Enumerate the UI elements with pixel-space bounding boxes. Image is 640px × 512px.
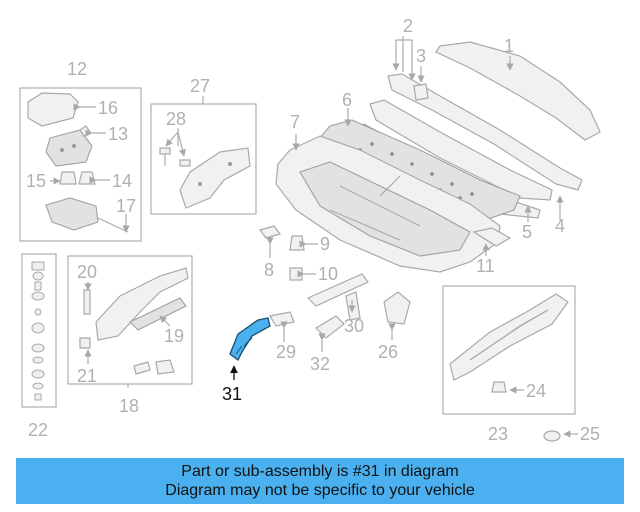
- callout-21: 21: [77, 366, 97, 386]
- callout-28: 28: [166, 109, 186, 129]
- callout-15: 15: [26, 171, 46, 191]
- callout-6: 6: [342, 90, 352, 110]
- callout-29: 29: [276, 342, 296, 362]
- part-18-hinge-arm: [95, 267, 189, 341]
- info-banner: Part or sub-assembly is #31 in diagram D…: [16, 458, 624, 504]
- callout-30: 30: [344, 316, 364, 336]
- callout-3: 3: [416, 46, 426, 66]
- group-box-18: [67, 255, 193, 385]
- callout-20: 20: [77, 262, 97, 282]
- group-box-22: [21, 253, 57, 408]
- callout-25: 25: [580, 424, 600, 444]
- callout-13: 13: [108, 124, 128, 144]
- part-25-grommet: [543, 430, 561, 442]
- part-16-cap: [27, 92, 79, 127]
- callout-22: 22: [28, 420, 48, 440]
- part-4-seal: [369, 99, 553, 201]
- callout-7: 7: [290, 112, 300, 132]
- part-3-clip: [413, 83, 429, 101]
- part-22-fastener-stack: [31, 261, 45, 401]
- part-8-pad: [258, 225, 282, 239]
- part-12-latch: [45, 197, 99, 231]
- part-20-pin: [83, 289, 91, 315]
- callout-16: 16: [98, 98, 118, 118]
- callout-26: 26: [378, 342, 398, 362]
- callout-17: 17: [116, 196, 136, 216]
- callout-4: 4: [555, 216, 565, 236]
- part-9-grommet: [289, 235, 305, 251]
- callout-14: 14: [112, 171, 132, 191]
- part-28-bolt: [159, 147, 171, 166]
- part-32-bracket: [315, 315, 345, 339]
- part-18-bolt: [133, 361, 151, 375]
- part-14-nut: [78, 171, 96, 185]
- group-box-12: [19, 87, 142, 242]
- part-30-bracket: [306, 273, 369, 307]
- part-10-bumper: [289, 267, 303, 281]
- callout-9: 9: [320, 234, 330, 254]
- part-18-nut: [155, 359, 175, 375]
- part-28-bolt-2: [179, 159, 191, 167]
- banner-line-1: Part or sub-assembly is #31 in diagram: [181, 463, 459, 480]
- part-27-bracket: [179, 147, 251, 209]
- callout-31-highlighted: 31: [222, 384, 242, 404]
- callout-24: 24: [526, 381, 546, 401]
- part-11-seal: [472, 227, 512, 247]
- banner-line-2: Diagram may not be specific to your vehi…: [165, 482, 475, 499]
- part-24-clip: [491, 381, 507, 393]
- part-15-nut: [59, 171, 77, 185]
- part-2-seal: [387, 73, 583, 191]
- part-23-trim: [449, 293, 569, 381]
- callout-8: 8: [264, 260, 274, 280]
- callout-5: 5: [522, 222, 532, 242]
- part-19-link: [129, 297, 187, 331]
- callout-32: 32: [310, 354, 330, 374]
- callout-27: 27: [190, 76, 210, 96]
- callout-18: 18: [119, 396, 139, 416]
- part-21-bushing: [79, 337, 91, 349]
- callout-10: 10: [318, 264, 338, 284]
- callout-23: 23: [488, 424, 508, 444]
- callout-19: 19: [164, 326, 184, 346]
- callout-1: 1: [504, 36, 514, 56]
- callout-11: 11: [476, 256, 495, 276]
- part-1-panel: [435, 41, 601, 141]
- group-box-23: [442, 285, 576, 415]
- part-31-highlighted: [229, 317, 271, 361]
- part-29-plate: [269, 311, 295, 327]
- callout-12: 12: [67, 59, 87, 79]
- callout-2: 2: [403, 16, 413, 36]
- part-26-bracket: [383, 291, 411, 325]
